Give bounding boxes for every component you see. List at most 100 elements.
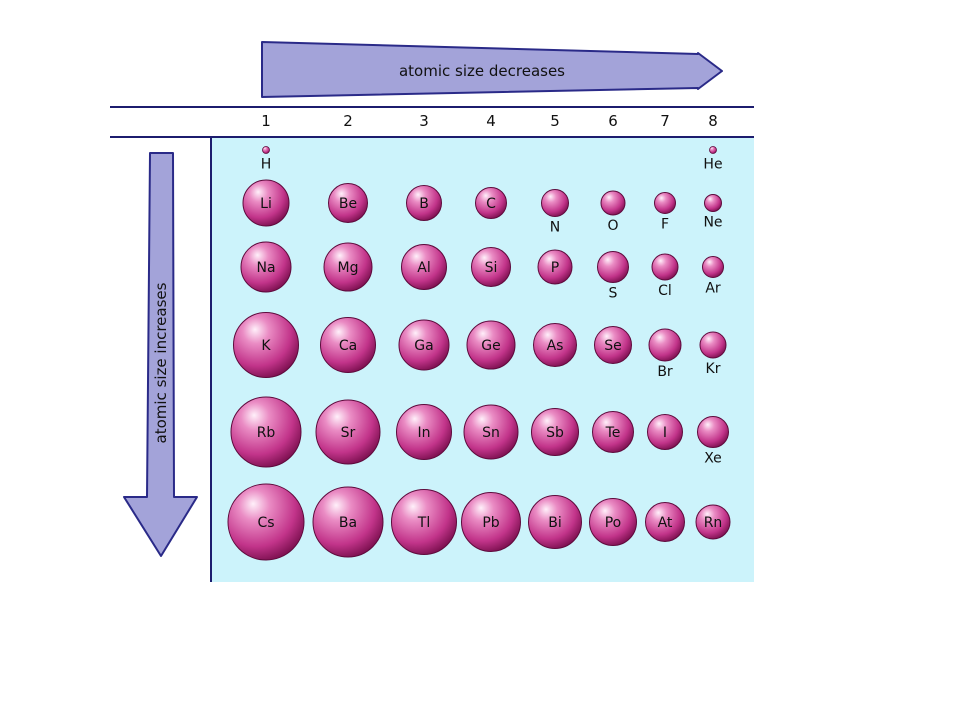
- atom-kr: Kr: [699, 331, 727, 377]
- group-label-4: 4: [486, 112, 496, 130]
- atom-ar: Ar: [702, 256, 724, 297]
- atom-sphere-cs: [227, 483, 305, 561]
- atom-sphere-b: [406, 185, 442, 221]
- atom-symbol-s: S: [609, 286, 618, 302]
- atom-ne: Ne: [703, 194, 723, 231]
- atom-symbol-n: N: [550, 220, 560, 236]
- atom-symbol-b: B: [419, 196, 429, 212]
- atom-sphere-ge: [466, 320, 516, 370]
- atom-as: As: [533, 323, 577, 367]
- atom-rb: Rb: [230, 396, 302, 468]
- atom-sphere-br: [648, 328, 682, 362]
- atom-ba: Ba: [312, 486, 384, 558]
- atom-p: P: [537, 249, 573, 285]
- atom-symbol-tl: Tl: [417, 515, 430, 531]
- atom-sphere-at: [645, 502, 685, 542]
- atom-symbol-in: In: [417, 425, 430, 441]
- atom-symbol-se: Se: [604, 338, 622, 354]
- horizontal-arrow: [261, 41, 723, 98]
- atom-sphere-bi: [528, 495, 582, 549]
- group-label-6: 6: [608, 112, 618, 130]
- atom-symbol-rn: Rn: [704, 515, 723, 531]
- atom-symbol-sb: Sb: [546, 425, 564, 441]
- atom-si: Si: [471, 247, 511, 287]
- atom-i: I: [647, 414, 683, 450]
- atom-symbol-o: O: [607, 218, 618, 234]
- atom-s: S: [597, 251, 629, 302]
- atom-pb: Pb: [461, 492, 521, 552]
- atom-sphere-sn: [463, 404, 519, 460]
- atom-li: Li: [242, 179, 290, 227]
- atom-sphere-p: [537, 249, 573, 285]
- atom-sphere-f: [654, 192, 676, 214]
- atom-symbol-as: As: [547, 338, 564, 354]
- atom-symbol-ne: Ne: [703, 215, 722, 231]
- group-label-2: 2: [343, 112, 353, 130]
- atom-sphere-k: [233, 312, 299, 378]
- atom-n: N: [541, 189, 569, 236]
- atom-sphere-rn: [695, 504, 731, 540]
- atom-sphere-o: [600, 190, 626, 216]
- atom-ca: Ca: [320, 317, 376, 373]
- atom-symbol-sr: Sr: [341, 425, 356, 441]
- atom-ge: Ge: [466, 320, 516, 370]
- atom-sphere-se: [594, 326, 632, 364]
- atom-sb: Sb: [531, 408, 579, 456]
- atom-symbol-mg: Mg: [338, 260, 359, 276]
- atom-symbol-ca: Ca: [339, 338, 357, 354]
- atom-symbol-he: He: [703, 157, 722, 173]
- atom-symbol-si: Si: [485, 260, 498, 276]
- atom-symbol-br: Br: [657, 364, 673, 380]
- group-label-8: 8: [708, 112, 718, 130]
- vertical-arrow-label: atomic size increases: [152, 282, 170, 443]
- atom-po: Po: [589, 498, 637, 546]
- atom-sphere-h: [262, 146, 270, 154]
- atom-symbol-at: At: [658, 515, 673, 531]
- vertical-arrow: [123, 152, 198, 557]
- atom-in: In: [396, 404, 452, 460]
- atom-symbol-h: H: [261, 157, 272, 173]
- atom-sphere-kr: [699, 331, 727, 359]
- atom-symbol-k: K: [261, 338, 271, 354]
- atom-sphere-s: [597, 251, 629, 283]
- atom-symbol-be: Be: [339, 196, 357, 212]
- atom-o: O: [600, 190, 626, 234]
- atom-symbol-kr: Kr: [706, 361, 721, 377]
- atom-k: K: [233, 312, 299, 378]
- atom-symbol-bi: Bi: [548, 515, 562, 531]
- atom-sphere-he: [709, 146, 717, 154]
- atom-sphere-cl: [651, 253, 679, 281]
- atom-na: Na: [240, 241, 292, 293]
- atom-sphere-al: [401, 244, 447, 290]
- atom-be: Be: [328, 183, 368, 223]
- atom-cs: Cs: [227, 483, 305, 561]
- atom-symbol-rb: Rb: [257, 425, 276, 441]
- atom-xe: Xe: [697, 416, 729, 467]
- atom-c: C: [475, 187, 507, 219]
- atom-sr: Sr: [315, 399, 381, 465]
- atom-symbol-te: Te: [605, 425, 621, 441]
- atom-sphere-mg: [323, 242, 373, 292]
- atom-sphere-c: [475, 187, 507, 219]
- group-label-5: 5: [550, 112, 560, 130]
- atom-sphere-in: [396, 404, 452, 460]
- atom-symbol-po: Po: [605, 515, 622, 531]
- atom-sphere-li: [242, 179, 290, 227]
- atom-symbol-cs: Cs: [257, 515, 274, 531]
- atom-sn: Sn: [463, 404, 519, 460]
- atom-f: F: [654, 192, 676, 233]
- atom-sphere-sb: [531, 408, 579, 456]
- atom-br: Br: [648, 328, 682, 380]
- atom-sphere-pb: [461, 492, 521, 552]
- atom-symbol-al: Al: [417, 260, 430, 276]
- group-label-1: 1: [261, 112, 271, 130]
- atom-tl: Tl: [391, 489, 457, 555]
- horizontal-arrow-label: atomic size decreases: [399, 62, 565, 80]
- atom-sphere-ga: [398, 319, 450, 371]
- atom-at: At: [645, 502, 685, 542]
- atom-rn: Rn: [695, 504, 731, 540]
- atom-se: Se: [594, 326, 632, 364]
- atom-sphere-tl: [391, 489, 457, 555]
